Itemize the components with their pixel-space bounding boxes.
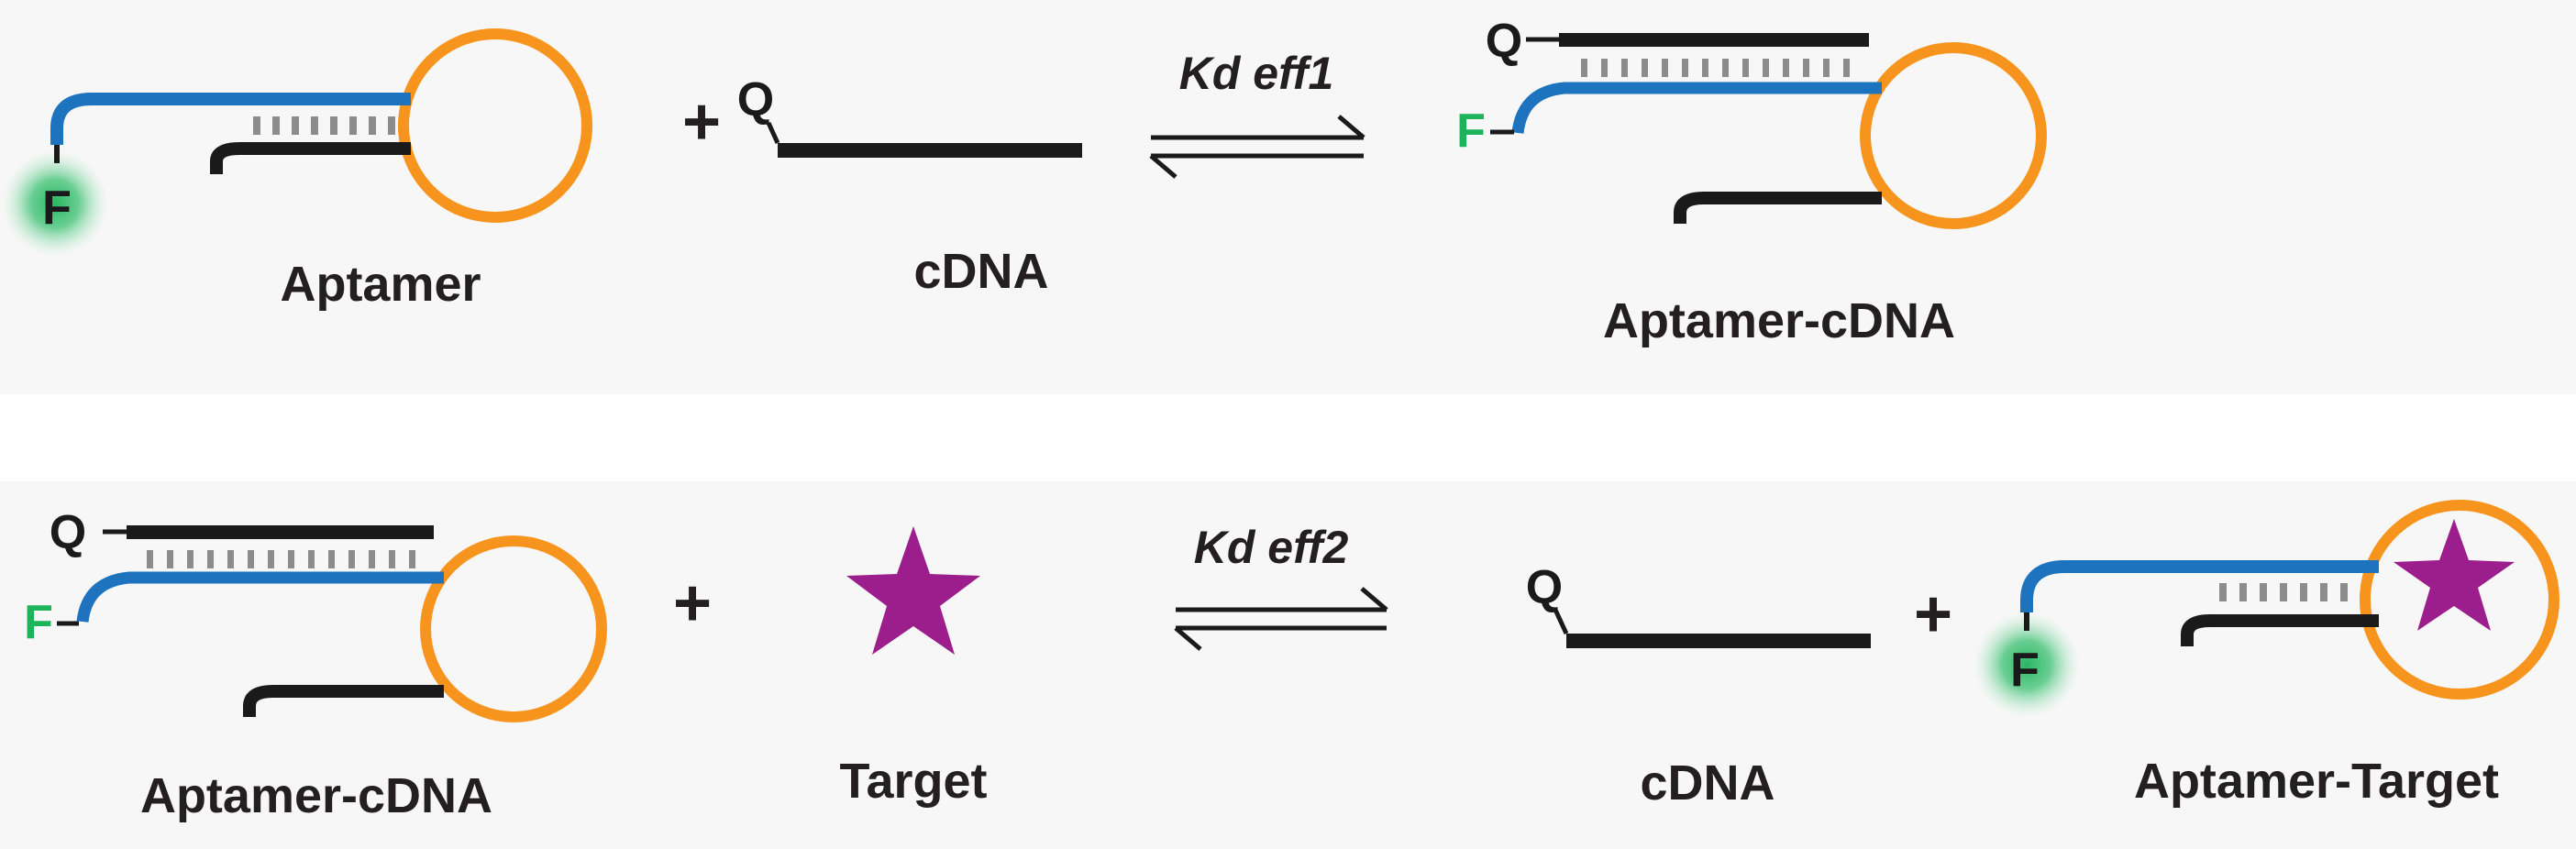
aptamer-black-strand <box>243 685 444 717</box>
fluorophore-label: F <box>24 596 53 649</box>
aptamer-target-complex: F <box>1973 500 2559 718</box>
quencher-label: Q <box>50 506 86 559</box>
aptamer-blue-strand <box>1511 82 1882 134</box>
aptamer-loop <box>1860 42 2047 229</box>
aptamer-cdna-duplex-top: Q F <box>1456 15 2047 229</box>
cdna-strand <box>127 525 434 539</box>
base-pairs <box>2219 583 2348 601</box>
aptamer-loop <box>420 535 607 722</box>
equilibrium-constant-1: Kd eff1 <box>1179 48 1334 99</box>
aptamer-cdna-label-bottom: Aptamer-cDNA <box>140 768 492 823</box>
quencher-linker <box>766 121 780 145</box>
plus-sign-bottom-right: + <box>1914 578 1952 651</box>
fluorophore-glow <box>1973 612 2080 718</box>
cdna-strand <box>778 143 1082 158</box>
plus-sign-bottom-left: + <box>673 567 712 640</box>
target-star-icon <box>846 526 980 655</box>
target-label: Target <box>839 754 987 809</box>
base-pairs <box>147 550 415 568</box>
aptamer-blue-strand <box>76 571 444 623</box>
base-pairs <box>1581 59 1850 77</box>
aptamer-cdna-label-top: Aptamer-cDNA <box>1603 293 1955 348</box>
aptamer-free-structure: F <box>2 28 592 257</box>
aptamer-target-label: Aptamer-Target <box>2134 754 2499 809</box>
aptamer-loop <box>2360 500 2559 700</box>
equilibrium-arrows-2 <box>1174 587 1388 651</box>
quencher-label: Q <box>1526 561 1563 614</box>
cdna-label: cDNA <box>913 244 1048 299</box>
aptamer-loop <box>398 28 592 223</box>
quencher-label: Q <box>1486 15 1522 68</box>
cdna-strand <box>1566 634 1871 648</box>
quencher-linker <box>1553 608 1569 635</box>
fluorophore-glow <box>2 150 108 257</box>
cdna-strand <box>1559 33 1869 47</box>
base-pairs <box>253 116 395 135</box>
fluorophore-label: F <box>1456 105 1486 158</box>
plus-sign-top: + <box>682 85 721 159</box>
cdna-released-structure: Q <box>1526 561 1871 648</box>
aptamer-cdna-duplex-bottom: Q F <box>24 506 607 722</box>
fluorophore-label: F <box>42 182 72 235</box>
cdna-label-bottom: cDNA <box>1640 755 1774 810</box>
aptamer-black-strand <box>210 142 411 174</box>
aptamer-label: Aptamer <box>280 257 481 312</box>
bound-target-star-icon <box>2394 519 2515 631</box>
equilibrium-constant-2: Kd eff2 <box>1194 522 1349 573</box>
aptamer-blue-strand <box>50 93 411 145</box>
aptamer-black-strand <box>1674 192 1882 224</box>
aptamer-blue-strand <box>2020 560 2379 612</box>
equilibrium-arrows-1 <box>1149 115 1365 179</box>
quencher-label: Q <box>737 73 774 127</box>
fluorophore-label: F <box>2010 644 2040 697</box>
aptamer-black-strand <box>2181 614 2379 646</box>
cdna-free-structure: Q <box>737 73 1082 158</box>
